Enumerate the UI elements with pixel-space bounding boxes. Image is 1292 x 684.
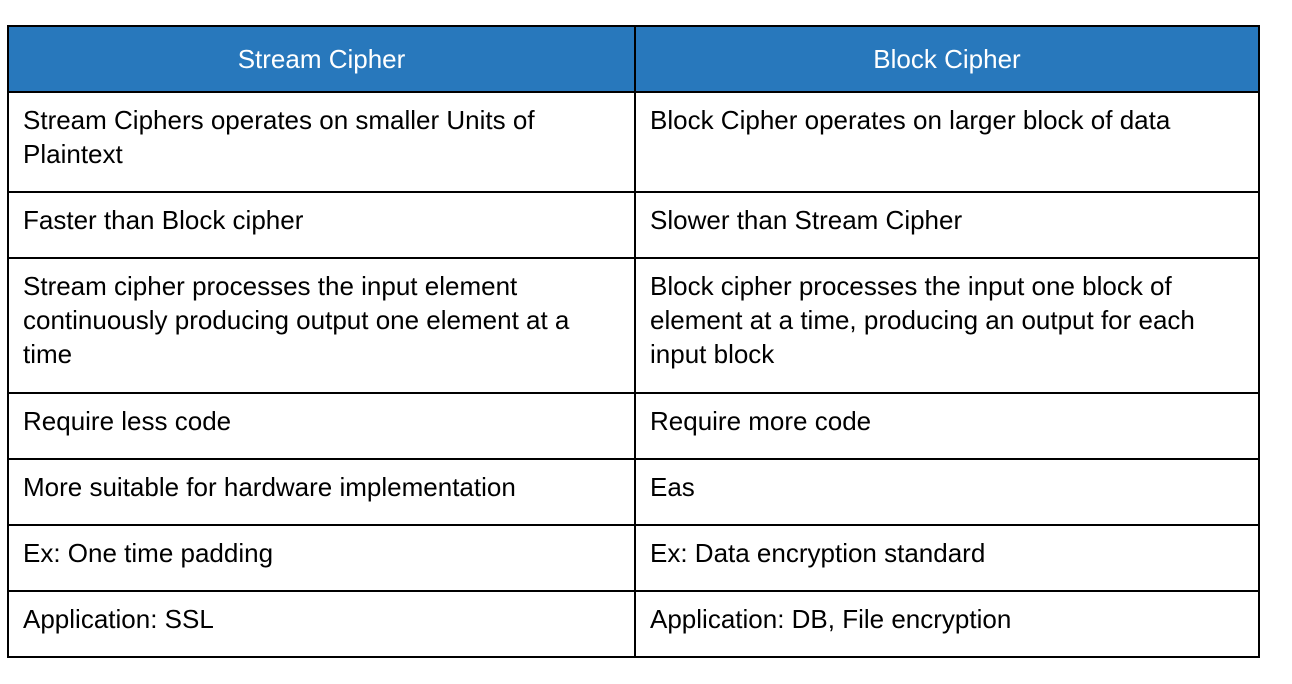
cipher-comparison-table: Stream Cipher Block Cipher Stream Cipher… — [7, 25, 1260, 658]
table-row: Application: SSL Application: DB, File e… — [7, 590, 1260, 658]
table-row: Require less code Require more code — [7, 392, 1260, 460]
cell-stream-cipher-1: Stream Ciphers operates on smaller Units… — [7, 91, 636, 193]
cell-block-cipher-3: Block cipher processes the input one blo… — [634, 257, 1260, 394]
cell-block-cipher-1: Block Cipher operates on larger block of… — [634, 91, 1260, 193]
cell-block-cipher-2: Slower than Stream Cipher — [634, 191, 1260, 259]
column-header-block-cipher: Block Cipher — [634, 25, 1260, 93]
cell-block-cipher-7: Application: DB, File encryption — [634, 590, 1260, 658]
table-body: Stream Ciphers operates on smaller Units… — [7, 91, 1260, 658]
table-row: Faster than Block cipher Slower than Str… — [7, 191, 1260, 259]
table-row: Stream Ciphers operates on smaller Units… — [7, 91, 1260, 193]
cell-stream-cipher-6: Ex: One time padding — [7, 524, 636, 592]
cell-stream-cipher-4: Require less code — [7, 392, 636, 460]
cell-block-cipher-5: Eas — [634, 458, 1260, 526]
cell-stream-cipher-7: Application: SSL — [7, 590, 636, 658]
table-row: Stream cipher processes the input elemen… — [7, 257, 1260, 394]
cell-stream-cipher-3: Stream cipher processes the input elemen… — [7, 257, 636, 394]
table-row: Ex: One time padding Ex: Data encryption… — [7, 524, 1260, 592]
table-row: More suitable for hardware implementatio… — [7, 458, 1260, 526]
table-header: Stream Cipher Block Cipher — [7, 25, 1260, 93]
cell-stream-cipher-2: Faster than Block cipher — [7, 191, 636, 259]
column-header-stream-cipher: Stream Cipher — [7, 25, 636, 93]
cell-stream-cipher-5: More suitable for hardware implementatio… — [7, 458, 636, 526]
cell-block-cipher-4: Require more code — [634, 392, 1260, 460]
cell-block-cipher-6: Ex: Data encryption standard — [634, 524, 1260, 592]
table-header-row: Stream Cipher Block Cipher — [7, 25, 1260, 93]
